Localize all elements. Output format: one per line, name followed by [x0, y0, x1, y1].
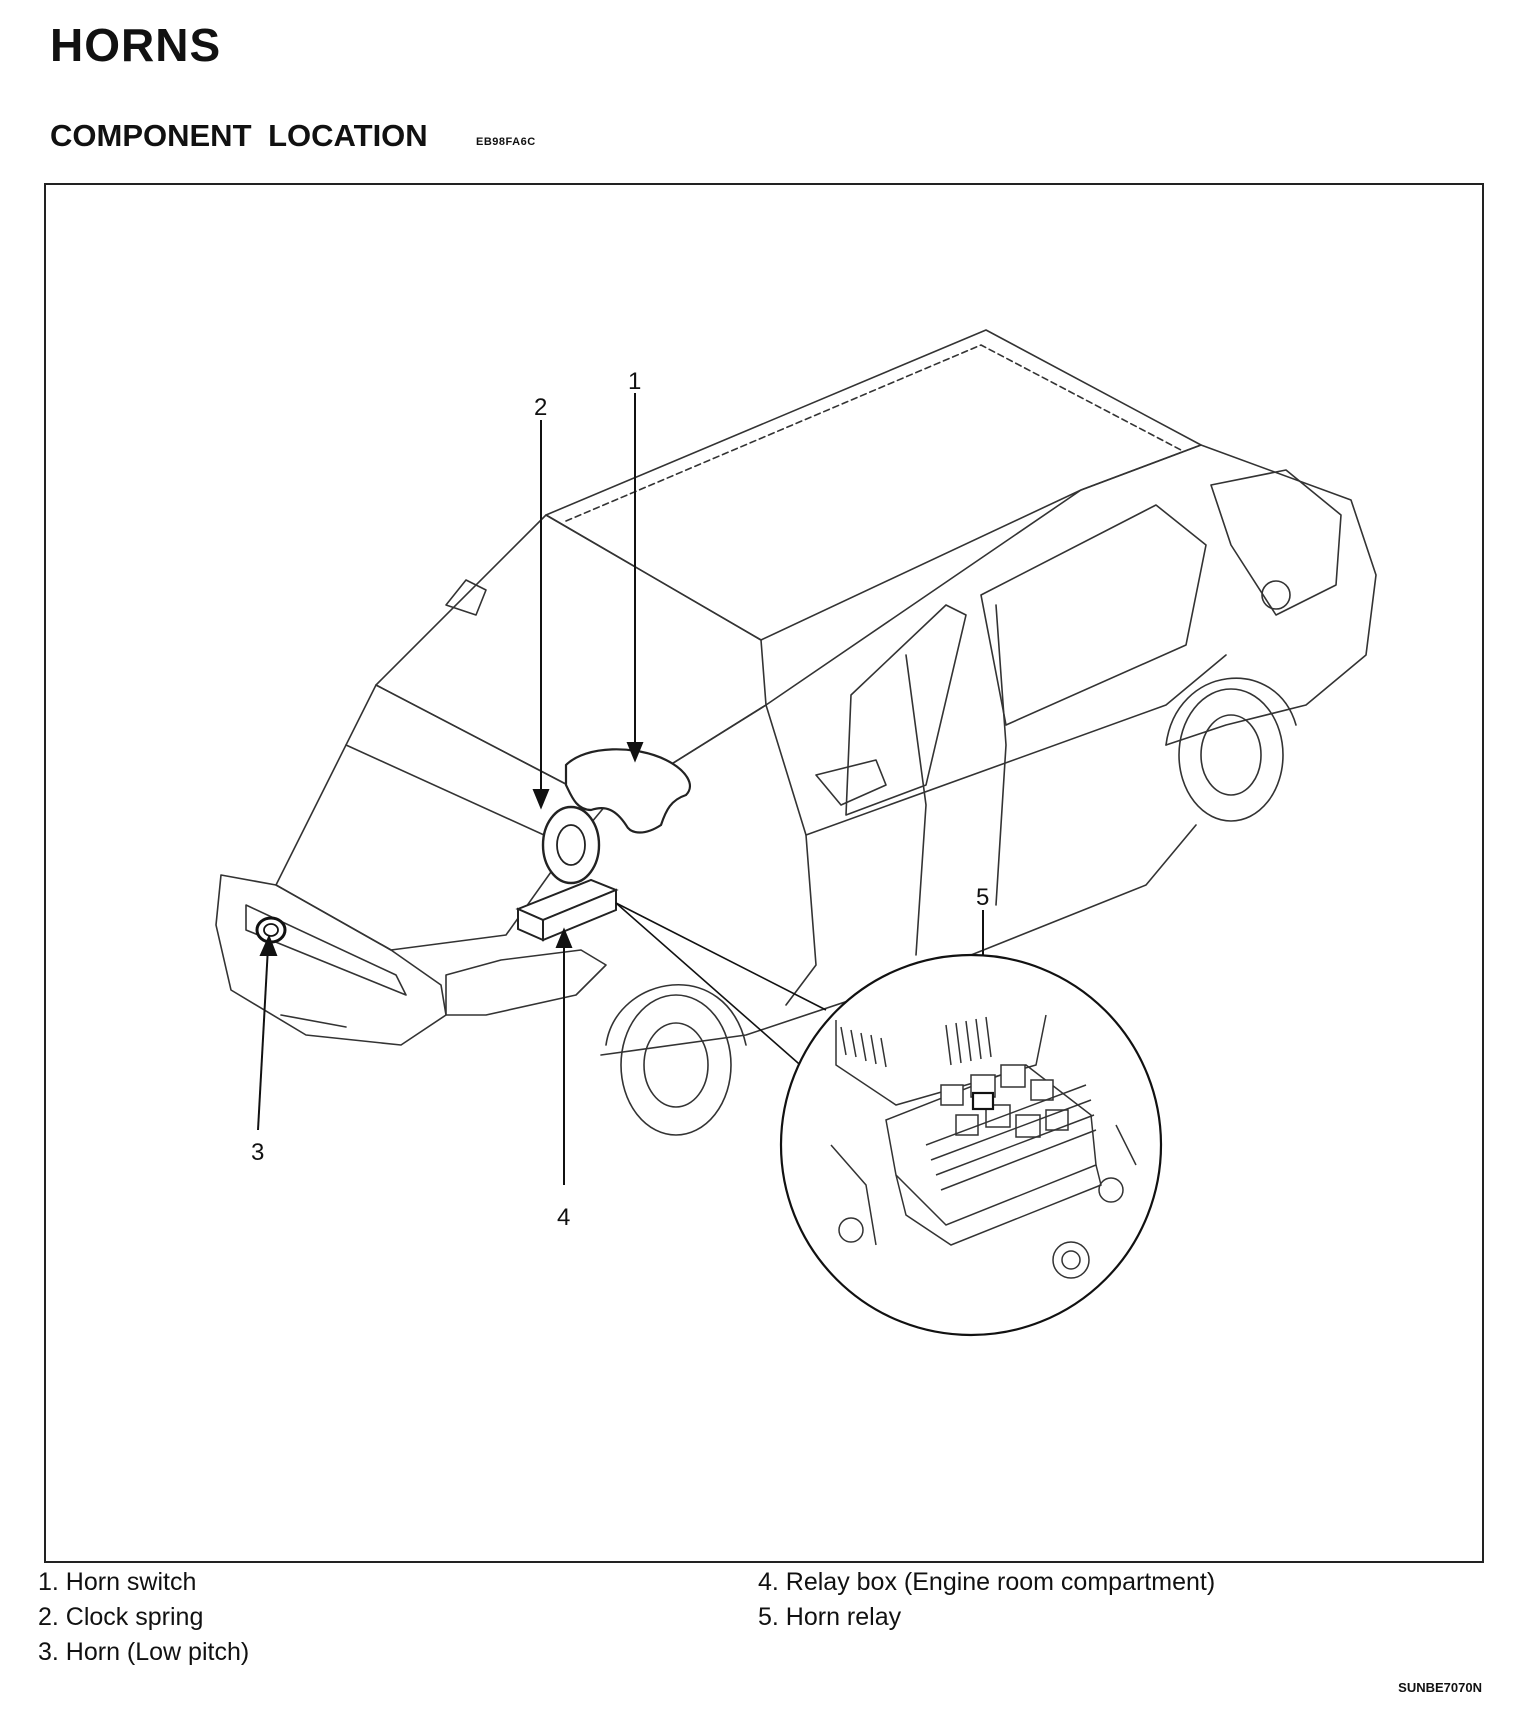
relay-detail-inset: [779, 953, 1163, 1337]
grille-outline: [245, 904, 407, 996]
page-title: HORNS: [50, 19, 222, 71]
body-side-outline: [605, 444, 1377, 806]
legend-right: 4. Relay box (Engine room compartment) 5…: [758, 1565, 1215, 1635]
callout-3: 3: [251, 1139, 264, 1166]
roof-outline: [545, 329, 1202, 641]
rear-side-window: [980, 504, 1207, 726]
section-title: COMPONENT LOCATION: [50, 118, 428, 153]
rear-wheel: [1178, 688, 1284, 822]
engine-cover: [835, 1014, 1047, 1106]
legend-item-clock-spring: 2. Clock spring: [38, 1603, 204, 1631]
legend-item-horn-relay: 5. Horn relay: [758, 1603, 902, 1631]
figure-code: SUNBE7070N: [1398, 1680, 1482, 1695]
legend-item-relay-box: 4. Relay box (Engine room compartment): [758, 1568, 1216, 1596]
rear-wheel-arch: [1165, 677, 1297, 746]
component-location-figure: 1 2 3 4 5: [44, 183, 1484, 1563]
callout-4: 4: [557, 1204, 570, 1231]
legend-item-horn-switch: 1. Horn switch: [38, 1568, 197, 1596]
quarter-window: [1210, 469, 1342, 616]
relay-box: [515, 878, 619, 942]
callout-5: 5: [976, 884, 989, 911]
callout-2: 2: [534, 394, 547, 421]
front-side-window: [845, 604, 967, 816]
horn: [255, 916, 287, 944]
door-line-rear: [995, 604, 1007, 906]
front-bumper: [215, 874, 447, 1046]
door-line-front: [905, 654, 927, 956]
side-mirror: [815, 759, 887, 806]
clock-spring: [541, 805, 601, 885]
hood-outline: [275, 684, 607, 951]
front-wheel: [620, 994, 732, 1136]
legend-item-horn: 3. Horn (Low pitch): [38, 1638, 250, 1666]
callout-1: 1: [628, 368, 641, 395]
horn-relay: [971, 1091, 995, 1111]
front-wheel-arch: [605, 983, 747, 1046]
vehicle-illustration: 1 2 3 4 5: [215, 329, 1377, 1337]
horn-switch: [564, 748, 691, 834]
section-code: EB98FA6C: [476, 136, 536, 148]
legend-left: 1. Horn switch 2. Clock spring 3. Horn (…: [38, 1565, 249, 1670]
